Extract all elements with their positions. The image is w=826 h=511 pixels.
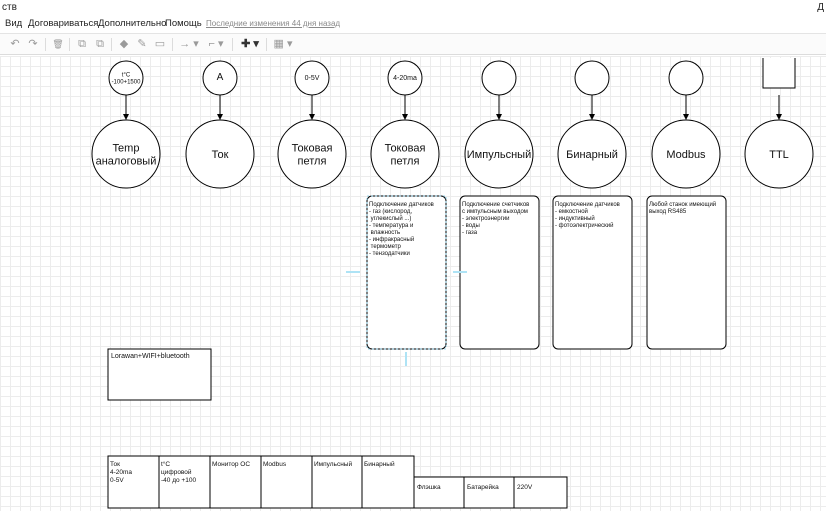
window-title-right: Д <box>817 2 824 13</box>
signal-type-label: TTL <box>769 149 789 161</box>
description-text: Подключение датчиков- емкостной- индукти… <box>555 202 620 229</box>
component-cell[interactable] <box>107 455 160 509</box>
menu-extras[interactable]: Дополнительно <box>98 18 167 29</box>
description-box[interactable] <box>646 195 727 350</box>
signal-type-label: Импульсный <box>467 149 531 161</box>
redo-button[interactable]: ↷ <box>28 38 38 50</box>
component-cell-label: Modbus <box>263 461 287 468</box>
signal-type-circle[interactable] <box>91 119 161 189</box>
signal-type-label: Modbus <box>666 149 706 161</box>
component-cell-label: Бинарный <box>364 460 395 468</box>
power-cell[interactable] <box>413 476 465 509</box>
lorawan-label: Lorawan+WIFI+bluetooth <box>111 353 190 360</box>
menu-help[interactable]: Помощь <box>165 18 202 29</box>
toolbar-separator <box>172 38 173 51</box>
signal-type-circle[interactable] <box>464 119 534 189</box>
title-bar: ств Д <box>0 0 826 15</box>
toolbar-separator <box>266 38 267 51</box>
to-front-button[interactable]: ⧉ <box>78 38 86 50</box>
signal-type-circle[interactable] <box>370 119 440 189</box>
component-cell-label: Импульсный <box>314 460 352 468</box>
insert-button[interactable]: ✚ ▾ <box>241 38 259 50</box>
menu-bar: Вид Договариваться Дополнительно Помощь … <box>0 15 826 33</box>
signal-type-circle[interactable] <box>557 119 627 189</box>
input-circle-label: A <box>217 72 224 83</box>
to-back-button[interactable]: ⧉ <box>96 38 104 50</box>
delete-button[interactable]: 🗑 <box>52 39 64 49</box>
component-cell[interactable] <box>361 455 415 509</box>
power-cell[interactable] <box>513 476 568 509</box>
description-box[interactable] <box>552 195 633 350</box>
signal-type-circle[interactable] <box>744 119 814 189</box>
component-cell-label: Монитор ОС <box>212 461 250 468</box>
input-circle[interactable] <box>481 60 517 96</box>
menu-arrange[interactable]: Договариваться <box>28 18 99 29</box>
toolbar-separator <box>69 38 70 51</box>
power-cell-label: Флэшка <box>417 484 441 491</box>
toolbar-separator <box>45 38 46 51</box>
signal-type-label: Ток <box>212 149 229 161</box>
power-cell-label: 220V <box>517 484 533 491</box>
description-text: Подключение датчиков- газ (кислород, угл… <box>369 202 434 257</box>
lorawan-box[interactable] <box>107 348 212 401</box>
undo-button[interactable]: ↶ <box>10 38 20 50</box>
power-cell-label: Батарейка <box>467 483 499 491</box>
component-cell[interactable] <box>158 455 211 509</box>
waypoints-button[interactable]: ⌐ ▾ <box>208 38 224 50</box>
input-circle-label: t°C-100+1500 <box>112 73 142 86</box>
fill-color-button[interactable]: ◆ <box>119 38 129 50</box>
window-title: ств <box>2 2 17 13</box>
component-cell[interactable] <box>209 455 262 509</box>
signal-type-label: Бинарный <box>566 149 618 161</box>
signal-type-circle[interactable] <box>185 119 255 189</box>
menu-view[interactable]: Вид <box>5 18 23 29</box>
table-button[interactable]: ▦ ▾ <box>273 38 293 50</box>
toolbar-separator <box>111 38 112 51</box>
last-change-link[interactable]: Последние изменения 44 дня назад <box>206 19 341 28</box>
connection-button[interactable]: → ▾ <box>179 38 199 50</box>
power-cell[interactable] <box>463 476 515 509</box>
input-circle-label: 4-20ma <box>393 75 417 82</box>
input-circle[interactable] <box>668 60 704 96</box>
signal-type-circle[interactable] <box>651 119 721 189</box>
signal-type-circle[interactable] <box>277 119 347 189</box>
input-shape[interactable] <box>762 58 796 89</box>
toolbar: ↶ ↷ 🗑 ⧉ ⧉ ◆ ✎ ▭ → ▾ ⌐ ▾ ✚ ▾ ▦ ▾ <box>0 33 826 55</box>
input-circle-label: 0-5V <box>305 75 320 82</box>
component-cell[interactable] <box>260 455 313 509</box>
toolbar-separator <box>232 38 233 51</box>
input-circle[interactable] <box>574 60 610 96</box>
description-box[interactable] <box>366 195 447 350</box>
shadow-button[interactable]: ▭ <box>154 38 166 50</box>
line-color-button[interactable]: ✎ <box>137 38 147 50</box>
